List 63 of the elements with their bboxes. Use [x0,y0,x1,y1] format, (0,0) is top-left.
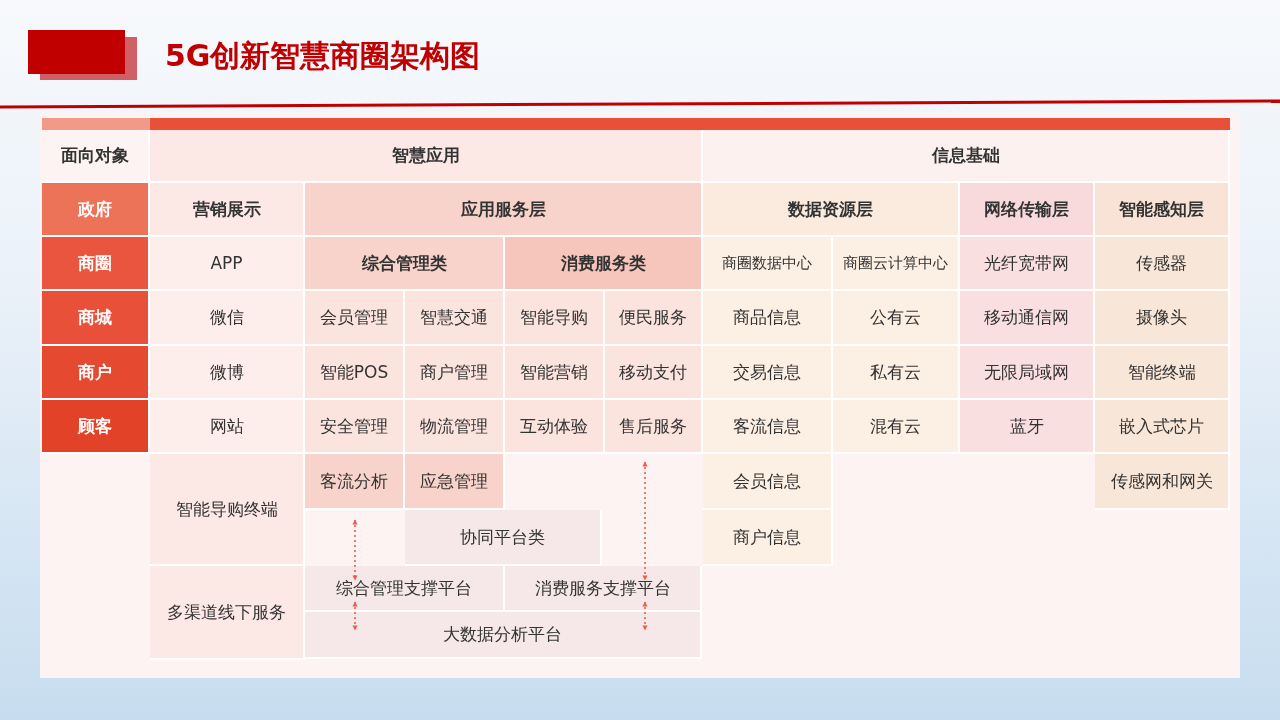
header-cell: 面向对象 [42,130,150,183]
item-cell: 便民服务 [605,291,703,346]
item-cell: 商品信息 [703,291,833,346]
header-cell: 应用服务层 [305,183,703,237]
item-cell: 大数据分析平台 [305,612,702,659]
item-cell: 公有云 [833,291,960,346]
item-cell: 商户信息 [703,510,833,566]
item-cell: 移动通信网 [960,291,1095,346]
item-cell: 网站 [150,400,305,454]
header-cell: 消费服务类 [505,237,703,291]
item-cell: 嵌入式芯片 [1095,400,1230,454]
double-arrow [642,601,648,631]
item-cell: 售后服务 [605,400,703,454]
header-cell: 信息基础 [703,130,1230,183]
item-cell: 摄像头 [1095,291,1230,346]
item-cell: 智能终端 [1095,346,1230,400]
item-cell: 智能营销 [505,346,605,400]
audience-cell: 政府 [42,183,150,237]
item-cell: 智能导购终端 [150,454,305,566]
item-cell: 微博 [150,346,305,400]
item-cell: 应急管理 [405,454,505,510]
header-cell: 营销展示 [150,183,305,237]
item-cell: 协同平台类 [405,510,602,566]
item-cell: 微信 [150,291,305,346]
item-cell: 混有云 [833,400,960,454]
item-cell: 安全管理 [305,400,405,454]
item-cell: 私有云 [833,346,960,400]
item-cell: 智能导购 [505,291,605,346]
item-cell: 综合管理支撑平台 [305,566,505,612]
item-cell: 商户管理 [405,346,505,400]
item-cell: 蓝牙 [960,400,1095,454]
item-cell: APP [150,237,305,291]
item-cell: 智能POS [305,346,405,400]
item-cell: 互动体验 [505,400,605,454]
item-cell: 商圈云计算中心 [833,237,960,291]
header-cell: 网络传输层 [960,183,1095,237]
header-cell: 智慧应用 [150,130,703,183]
item-cell: 会员管理 [305,291,405,346]
item-cell: 移动支付 [605,346,703,400]
item-cell: 消费服务支撑平台 [505,566,702,612]
double-arrow [352,601,358,631]
item-cell: 会员信息 [703,454,833,510]
item-cell: 光纤宽带网 [960,237,1095,291]
double-arrow [642,461,648,581]
audience-cell: 商圈 [42,237,150,291]
item-cell: 物流管理 [405,400,505,454]
item-cell: 客流信息 [703,400,833,454]
item-cell: 多渠道线下服务 [150,566,305,660]
audience-cell: 顾客 [42,400,150,454]
title: 5G创新智慧商圈架构图 [165,37,481,75]
audience-cell: 商城 [42,291,150,346]
item-cell: 传感网和网关 [1095,454,1230,510]
item-cell: 商圈数据中心 [703,237,833,291]
item-cell: 客流分析 [305,454,405,510]
double-arrow [352,519,358,581]
header-cell: 智能感知层 [1095,183,1230,237]
item-cell: 无限局域网 [960,346,1095,400]
header-cell: 综合管理类 [305,237,505,291]
header-cell: 数据资源层 [703,183,960,237]
item-cell: 交易信息 [703,346,833,400]
item-cell: 智慧交通 [405,291,505,346]
item-cell: 传感器 [1095,237,1230,291]
audience-cell: 商户 [42,346,150,400]
